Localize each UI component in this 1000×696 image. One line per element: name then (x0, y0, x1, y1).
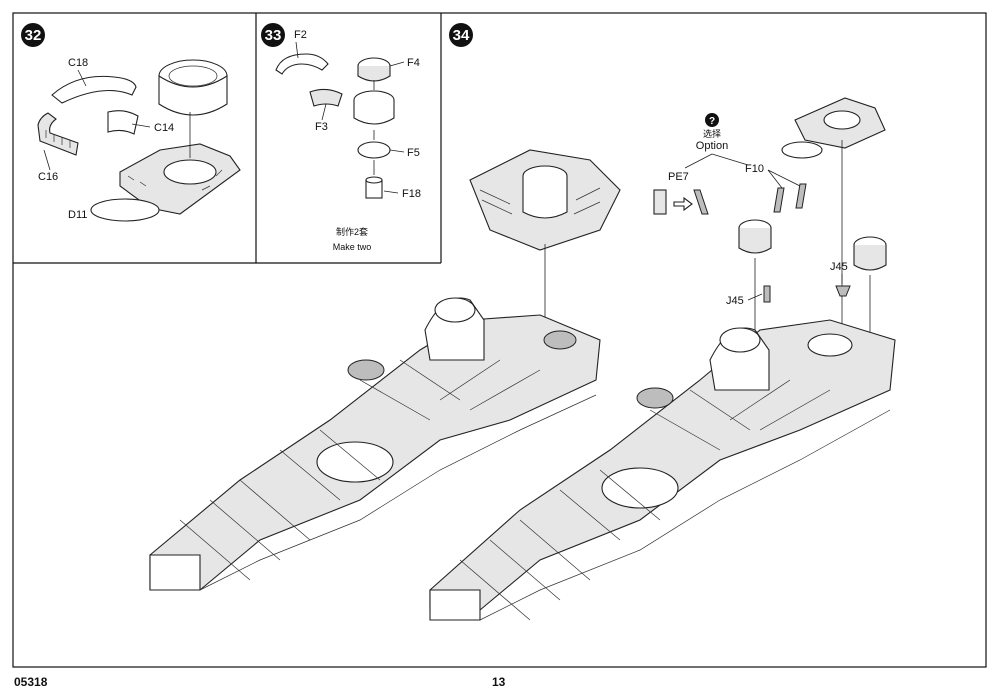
label-f5: F5 (407, 147, 420, 159)
drum-body (353, 100, 395, 125)
note-make-two-en: Make two (333, 242, 372, 252)
hull-right-deck-grid (459, 379, 831, 621)
step-number: 32 (25, 27, 42, 44)
hull-right-forward-well (807, 333, 853, 357)
step-32: 32 C18 C14 C16 D11 (21, 23, 241, 222)
hull-left-barbette (316, 441, 394, 483)
step-badge (21, 23, 45, 47)
hull-right-turret-base (636, 387, 674, 409)
option-callout: ? 选择 Option (684, 113, 749, 169)
turret-left-body (738, 228, 772, 254)
option-icon-glyph: ? (709, 116, 715, 127)
leader-f3 (321, 103, 327, 121)
label-f10: F10 (745, 163, 764, 175)
option-icon (705, 113, 719, 127)
label-c18: C18 (68, 57, 88, 69)
label-f3: F3 (315, 121, 328, 133)
hull-left (149, 297, 601, 591)
hull-right-stern (429, 589, 481, 621)
hull-right-barbette (601, 467, 679, 509)
step-34: 34 (449, 23, 473, 47)
option-parts: PE7 F10 (653, 163, 807, 215)
panel-frames (12, 12, 987, 668)
hull-left-deck-grid (179, 359, 541, 581)
hull-right-tower-top (719, 327, 761, 353)
part-d11 (90, 198, 160, 222)
part-f5 (357, 141, 391, 159)
label-d11: D11 (68, 209, 87, 221)
option-label-en: Option (696, 140, 728, 152)
part-pe7-base (653, 189, 667, 215)
leader-f4 (389, 61, 405, 67)
sheet-border (12, 12, 987, 668)
part-f3 (309, 88, 343, 107)
label-j45-right: J45 (830, 261, 848, 273)
part-f10-b (795, 183, 807, 209)
step-badge (261, 23, 285, 47)
step-number: 33 (265, 27, 282, 44)
footer: 05318 13 (14, 675, 506, 689)
label-f18: F18 (402, 188, 421, 200)
step34-right-parts: J45 J45 (726, 97, 887, 340)
leader-f2 (295, 41, 299, 59)
hull-left-turret-base-2 (543, 330, 577, 350)
label-c14: C14 (154, 122, 174, 134)
option-leader-2 (711, 153, 749, 166)
label-pe7: PE7 (668, 171, 689, 183)
part-c18 (51, 75, 137, 104)
deck-detail (127, 169, 223, 191)
hull-right-side (479, 409, 891, 621)
leader-c18 (77, 69, 87, 87)
forward-barbette-top (823, 110, 861, 130)
c16-ribs (45, 130, 71, 148)
label-c16: C16 (38, 171, 58, 183)
part-f18-top (365, 176, 383, 184)
page-number: 13 (492, 675, 506, 689)
part-f2 (275, 53, 329, 75)
note-make-two-cn: 制作2套 (336, 226, 368, 237)
hull-right (429, 319, 896, 621)
step-number: 34 (453, 27, 470, 44)
superstructure-funnel (522, 176, 568, 219)
barbette-body (158, 74, 228, 116)
part-pe7-strip (693, 189, 709, 215)
leader-j45-left (747, 293, 763, 301)
kit-number: 05318 (14, 675, 48, 689)
leader-f10 (767, 169, 801, 189)
hull-left-side (199, 394, 597, 591)
part-pe7-arrow (673, 196, 693, 212)
option-label-cn: 选择 (703, 128, 721, 139)
label-f4: F4 (407, 57, 420, 69)
option-leader (684, 153, 713, 169)
deck-barbette-well (163, 159, 217, 185)
label-f2: F2 (294, 29, 307, 41)
part-f10-a (773, 187, 785, 213)
part-f4-body (357, 66, 391, 82)
leader-f18 (383, 190, 399, 194)
superstructure-block-left (469, 149, 621, 330)
superstructure-rails (479, 187, 601, 215)
part-c14 (107, 110, 139, 135)
hull-left-tower-top (434, 297, 476, 323)
part-c16 (37, 112, 79, 156)
turret-right-body (853, 245, 887, 271)
barbette-inner (168, 65, 218, 87)
leader-c14 (131, 123, 151, 128)
hull-left-turret-base (347, 359, 385, 381)
step-33: 33 F2 F3 F4 F5 F18 制作2套 Make two (261, 23, 421, 252)
leader-c16 (43, 149, 51, 171)
hull-left-stern (149, 554, 201, 591)
label-j45-left: J45 (726, 295, 744, 307)
forward-disc (781, 141, 823, 159)
hull-right-deck (429, 319, 896, 611)
part-j45-right (835, 285, 851, 297)
part-j45-left (763, 285, 771, 303)
leader-f5 (389, 149, 405, 153)
step-badge (449, 23, 473, 47)
